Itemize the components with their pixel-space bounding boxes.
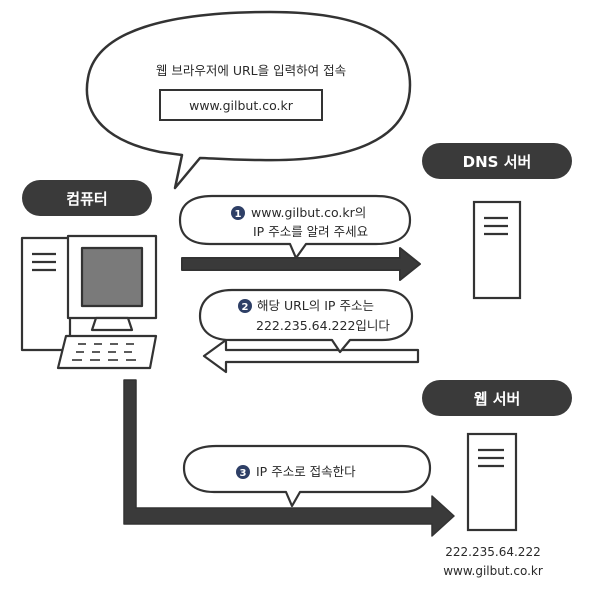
step-1-bubble: 1 www.gilbut.co.kr의 IP 주소를 알려 주세요 xyxy=(178,194,412,260)
web-server-domain: www.gilbut.co.kr xyxy=(443,564,543,578)
step-2-bubble: 2 해당 URL의 IP 주소는 222.235.64.222입니다 xyxy=(198,288,414,354)
url-box xyxy=(159,89,323,121)
request-arrow xyxy=(181,247,421,281)
step-1-line1: www.gilbut.co.kr의 xyxy=(251,205,366,220)
intro-bubble-text: 웹 브라우저에 URL을 입력하여 접속 xyxy=(156,63,346,78)
intro-speech-bubble: 웹 브라우저에 URL을 입력하여 접속 www.gilbut.co.kr xyxy=(85,10,412,190)
step-2-number: 2 xyxy=(242,302,249,313)
dns-server-label: DNS 서버 xyxy=(463,153,532,171)
step-2-line2: 222.235.64.222입니다 xyxy=(256,318,390,333)
step-3-bubble: 3 IP 주소로 접속한다 xyxy=(182,444,432,508)
step-1-number: 1 xyxy=(235,209,242,220)
step-3-line1: IP 주소로 접속한다 xyxy=(256,464,356,479)
web-server-illustration xyxy=(466,432,518,532)
computer-label: 컴퓨터 xyxy=(66,190,107,208)
pc-screen xyxy=(80,246,144,308)
step-3-number: 3 xyxy=(240,468,247,479)
computer-label-pill: 컴퓨터 xyxy=(22,180,152,216)
dns-server-label-pill: DNS 서버 xyxy=(422,143,572,179)
dns-server-illustration xyxy=(472,200,522,300)
response-arrow xyxy=(202,338,420,374)
connect-arrow xyxy=(123,379,455,537)
step-3-badge xyxy=(236,465,250,479)
step-1-line2: IP 주소를 알려 주세요 xyxy=(253,224,368,239)
step-2-line1: 해당 URL의 IP 주소는 xyxy=(257,298,374,313)
computer-illustration xyxy=(20,234,158,370)
web-server-ip: 222.235.64.222 xyxy=(445,545,540,559)
step-2-badge xyxy=(238,299,252,313)
url-box-text: www.gilbut.co.kr xyxy=(189,98,294,113)
step-1-badge xyxy=(231,206,245,220)
pc-keyboard xyxy=(56,334,158,370)
web-server-label-pill: 웹 서버 xyxy=(422,380,572,416)
web-server-label: 웹 서버 xyxy=(474,390,521,408)
